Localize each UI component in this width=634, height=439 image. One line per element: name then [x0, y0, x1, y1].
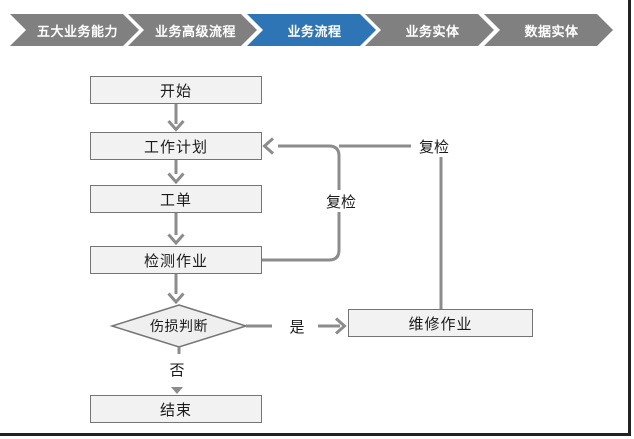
arrow-workorder-to-inspection [167, 213, 185, 246]
page-edge-bottom [0, 433, 631, 436]
arrow-down-triangle-icon [171, 387, 183, 394]
arrow-inspection-to-decision [167, 274, 185, 305]
flow-node-damage-decision: 伤损判断 [150, 318, 208, 334]
flow-node-work-order: 工单 [90, 185, 262, 213]
flow-node-end: 结束 [90, 395, 262, 423]
nav-step-business-entity[interactable]: 业务实体 [365, 14, 494, 46]
nav-step-data-entity[interactable]: 数据实体 [484, 14, 613, 46]
arrow-down-head-icon [167, 172, 185, 185]
edge-recheck-repair-loop [339, 144, 443, 309]
edge-yes-to-repair [246, 317, 347, 335]
arrow-workplan-to-workorder [167, 160, 185, 185]
edge-no-to-end [171, 347, 183, 394]
arrow-down-head-icon [167, 292, 185, 305]
edge-recheck-inspection-loop [262, 144, 341, 262]
arrow-down-head-icon [167, 120, 185, 132]
flow-node-start: 开始 [90, 76, 262, 104]
flow-node-work-plan: 工作计划 [90, 132, 262, 160]
page-edge-right [628, 0, 631, 436]
arrow-down-head-icon [167, 233, 185, 246]
flow-node-repair: 维修作业 [348, 309, 533, 337]
flow-node-inspection: 检测作业 [90, 246, 262, 274]
nav-step-business-process[interactable]: 业务流程 [247, 14, 376, 46]
nav-step-high-level-process[interactable]: 业务高级流程 [128, 14, 257, 46]
nav-step-five-capabilities[interactable]: 五大业务能力 [10, 14, 139, 46]
arrow-right-head-icon [335, 317, 347, 335]
arrow-start-to-workplan [167, 104, 185, 132]
arrow-left-head-icon [262, 137, 274, 155]
